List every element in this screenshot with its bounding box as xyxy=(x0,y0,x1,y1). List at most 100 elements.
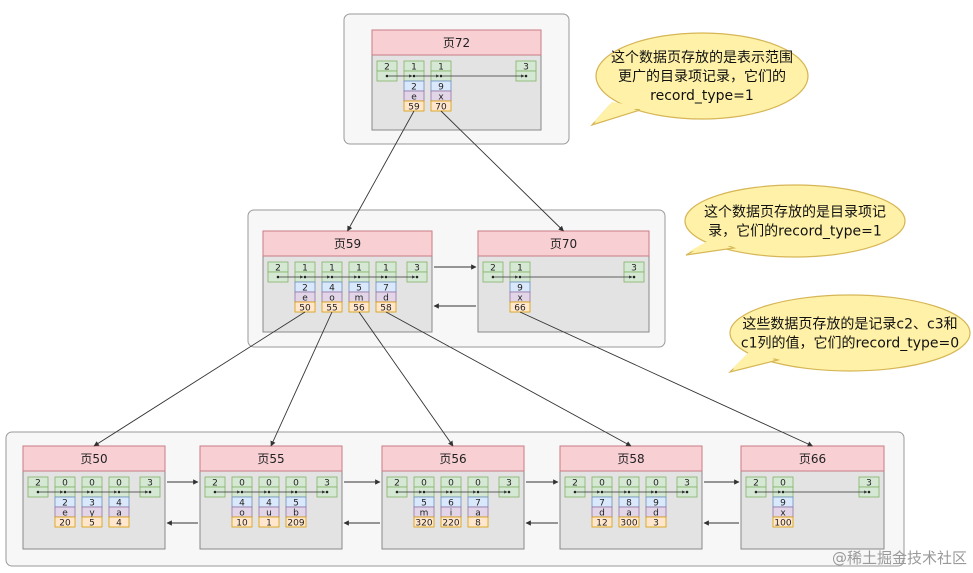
record-type-label: 0 xyxy=(421,479,427,489)
callout-tail-cover xyxy=(594,102,642,122)
page-number-cell-label: 209 xyxy=(287,519,304,529)
column-cell-label: b xyxy=(293,509,299,519)
key-cell-label: 4 xyxy=(329,284,335,294)
column-cell-label: u xyxy=(266,509,272,519)
pointer-dot xyxy=(867,490,871,494)
pointer-dot xyxy=(395,490,399,494)
page-number-cell-label: 59 xyxy=(408,103,420,113)
key-cell-label: 5 xyxy=(421,499,427,509)
callout-shape xyxy=(595,32,809,120)
record-type-label: 0 xyxy=(239,479,245,489)
page-number-cell xyxy=(258,516,280,528)
page-number-cell-label: 56 xyxy=(353,304,365,314)
column-cell-label: a xyxy=(626,509,632,519)
record-type-label: 0 xyxy=(475,479,481,489)
key-cell-label: 9 xyxy=(438,83,444,93)
column-cell-label: e xyxy=(302,294,308,304)
record-type-label: 1 xyxy=(329,264,335,274)
page-number-cell-label: 220 xyxy=(442,519,459,529)
record-type-label: 1 xyxy=(438,63,444,73)
page-number-cell-label: 50 xyxy=(299,304,311,314)
column-cell-label: x xyxy=(438,93,444,103)
pointer-dot xyxy=(573,490,577,494)
column-cell-label: a xyxy=(116,509,122,519)
child-pointer-arrow xyxy=(440,110,564,232)
page-title: 页59 xyxy=(334,237,361,251)
page-number-cell-label: 55 xyxy=(326,304,337,314)
key-cell-label: 4 xyxy=(266,499,272,509)
page-number-cell xyxy=(81,516,103,528)
record-type-label: 2 xyxy=(275,264,281,274)
key-cell-label: 2 xyxy=(302,284,308,294)
record-type-label: 0 xyxy=(62,479,68,489)
column-cell-label: d xyxy=(653,509,659,519)
callout-tail-cover xyxy=(688,237,736,252)
page-number-cell xyxy=(285,516,307,528)
record-type-label: 1 xyxy=(356,264,362,274)
page-number-cell-label: 3 xyxy=(653,519,659,529)
pointer-dot xyxy=(507,490,511,494)
child-pointer-arrow xyxy=(347,110,415,232)
key-cell-label: 9 xyxy=(780,499,786,509)
pointer-dot xyxy=(632,275,636,279)
key-cell-label: 5 xyxy=(293,499,299,509)
page-header xyxy=(559,445,703,472)
key-cell-label: 7 xyxy=(475,499,481,509)
record-type-label: 0 xyxy=(653,479,659,489)
child-pointer-arrow xyxy=(358,311,454,447)
record-type-label: 2 xyxy=(490,264,496,274)
pointer-dot xyxy=(600,490,604,494)
key-cell-label: 7 xyxy=(599,499,605,509)
pointer-dot xyxy=(267,490,271,494)
page-header xyxy=(477,230,650,257)
record-type-label: 2 xyxy=(753,479,759,489)
pointer-dot xyxy=(330,275,334,279)
key-cell-label: 2 xyxy=(62,499,68,509)
page-header xyxy=(371,29,542,56)
pointer-dot xyxy=(325,490,329,494)
pointer-dot xyxy=(415,275,419,279)
key-cell-label: 9 xyxy=(653,499,659,509)
page-title: 页70 xyxy=(550,237,577,251)
key-cell-label: 4 xyxy=(239,499,245,509)
pointer-dot xyxy=(518,275,522,279)
page-number-cell xyxy=(645,516,667,528)
pointer-dot xyxy=(654,490,658,494)
page-number-cell-label: 20 xyxy=(59,519,71,529)
pointer-dot xyxy=(63,490,67,494)
page-number-cell xyxy=(440,516,462,528)
pointer-dot xyxy=(754,490,758,494)
key-cell-label: 8 xyxy=(626,499,632,509)
pointer-dot xyxy=(90,490,94,494)
pointer-dot xyxy=(524,74,528,78)
record-type-label: 2 xyxy=(384,63,390,73)
page-number-cell-label: 5 xyxy=(89,519,95,529)
column-cell-label: o xyxy=(239,509,245,519)
page-number-cell-label: 8 xyxy=(475,519,481,529)
page-number-cell-label: 58 xyxy=(380,304,392,314)
column-cell-label: x xyxy=(517,294,523,304)
page-number-cell-label: 66 xyxy=(514,304,526,314)
pointer-dot xyxy=(449,490,453,494)
column-cell-label: o xyxy=(329,294,335,304)
column-cell-label: m xyxy=(420,509,429,519)
pointer-dot xyxy=(685,490,689,494)
record-type-label: 3 xyxy=(523,63,529,73)
pointer-dot xyxy=(422,490,426,494)
page-number-cell xyxy=(54,516,76,528)
pointer-dot xyxy=(627,490,631,494)
page-number-cell-label: 320 xyxy=(415,519,432,529)
page-title: 页58 xyxy=(617,452,644,466)
record-type-label: 1 xyxy=(411,63,417,73)
child-pointer-arrow xyxy=(270,311,333,447)
key-cell-label: 2 xyxy=(411,83,417,93)
page-number-cell-label: 1 xyxy=(266,519,272,529)
record-type-label: 3 xyxy=(684,479,690,489)
